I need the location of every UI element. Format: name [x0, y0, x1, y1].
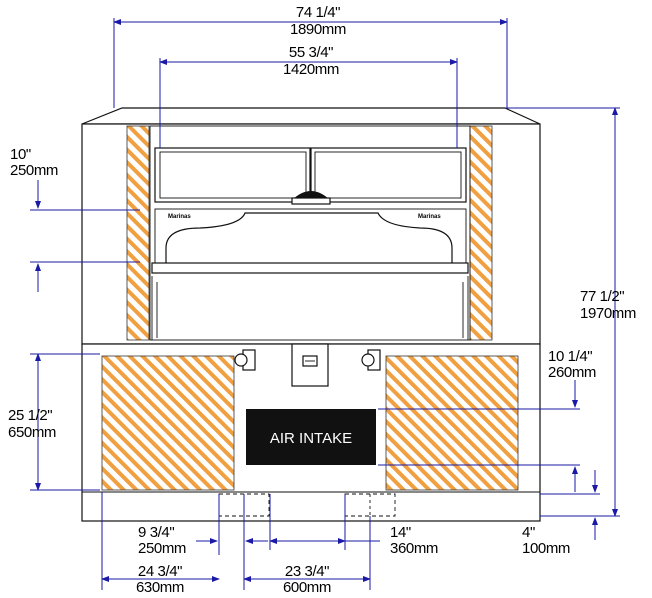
- right-insulation: [469, 125, 493, 341]
- svg-text:Marinas: Marinas: [418, 214, 441, 220]
- leg-width-in: 9 3/4": [138, 524, 174, 541]
- leg-width-mm: 250mm: [138, 540, 186, 557]
- top-height-mm: 250mm: [10, 162, 58, 179]
- oven-mouth-arch: [165, 212, 453, 264]
- oven-body: Marinas Marinas AIR INTAKE: [81, 107, 541, 522]
- base-height-mm: 650mm: [8, 424, 56, 441]
- left-storage-hatch: [101, 355, 235, 491]
- svg-text:Marinas: Marinas: [168, 214, 191, 220]
- right-storage-hatch: [385, 355, 519, 491]
- overall-width-mm: 1890mm: [290, 21, 346, 38]
- left-knob-icon[interactable]: [234, 349, 256, 371]
- left-section-in: 24 3/4": [138, 563, 182, 580]
- dimension-lines: [30, 18, 620, 590]
- foot-height-mm: 100mm: [522, 540, 570, 557]
- air-intake-label: AIR INTAKE: [270, 430, 352, 447]
- top-cap: [81, 107, 541, 125]
- overall-height-in: 77 1/2": [580, 288, 624, 305]
- left-insulation: [126, 125, 150, 341]
- intake-offset-in: 10 1/4": [548, 348, 592, 365]
- right-knob-icon[interactable]: [361, 349, 381, 371]
- leg-spacing-in: 14": [390, 524, 411, 541]
- opening-width-in: 55 3/4": [289, 44, 333, 61]
- left-section-mm: 630mm: [136, 579, 184, 596]
- opening-width-mm: 1420mm: [283, 61, 339, 78]
- overall-width-in: 74 1/4": [296, 4, 340, 21]
- air-intake-panel: [246, 409, 376, 465]
- foot-height-in: 4": [522, 524, 535, 541]
- center-section-mm: 600mm: [283, 579, 331, 596]
- base-height-in: 25 1/2": [8, 407, 52, 424]
- center-section-in: 23 3/4": [285, 563, 329, 580]
- landing-shelf: [151, 262, 469, 274]
- top-height-in: 10": [10, 146, 31, 163]
- intake-offset-mm: 260mm: [548, 364, 596, 381]
- oven-frame: [149, 125, 471, 341]
- switch-box[interactable]: [291, 343, 329, 387]
- hood-panel-right: [310, 147, 467, 203]
- hood-panel-left: [154, 147, 311, 203]
- leg-spacing-mm: 360mm: [390, 540, 438, 557]
- dimension-labels: 74 1/4" 1890mm 55 3/4" 1420mm 10" 250mm …: [8, 4, 636, 596]
- overall-height-mm: 1970mm: [580, 305, 636, 322]
